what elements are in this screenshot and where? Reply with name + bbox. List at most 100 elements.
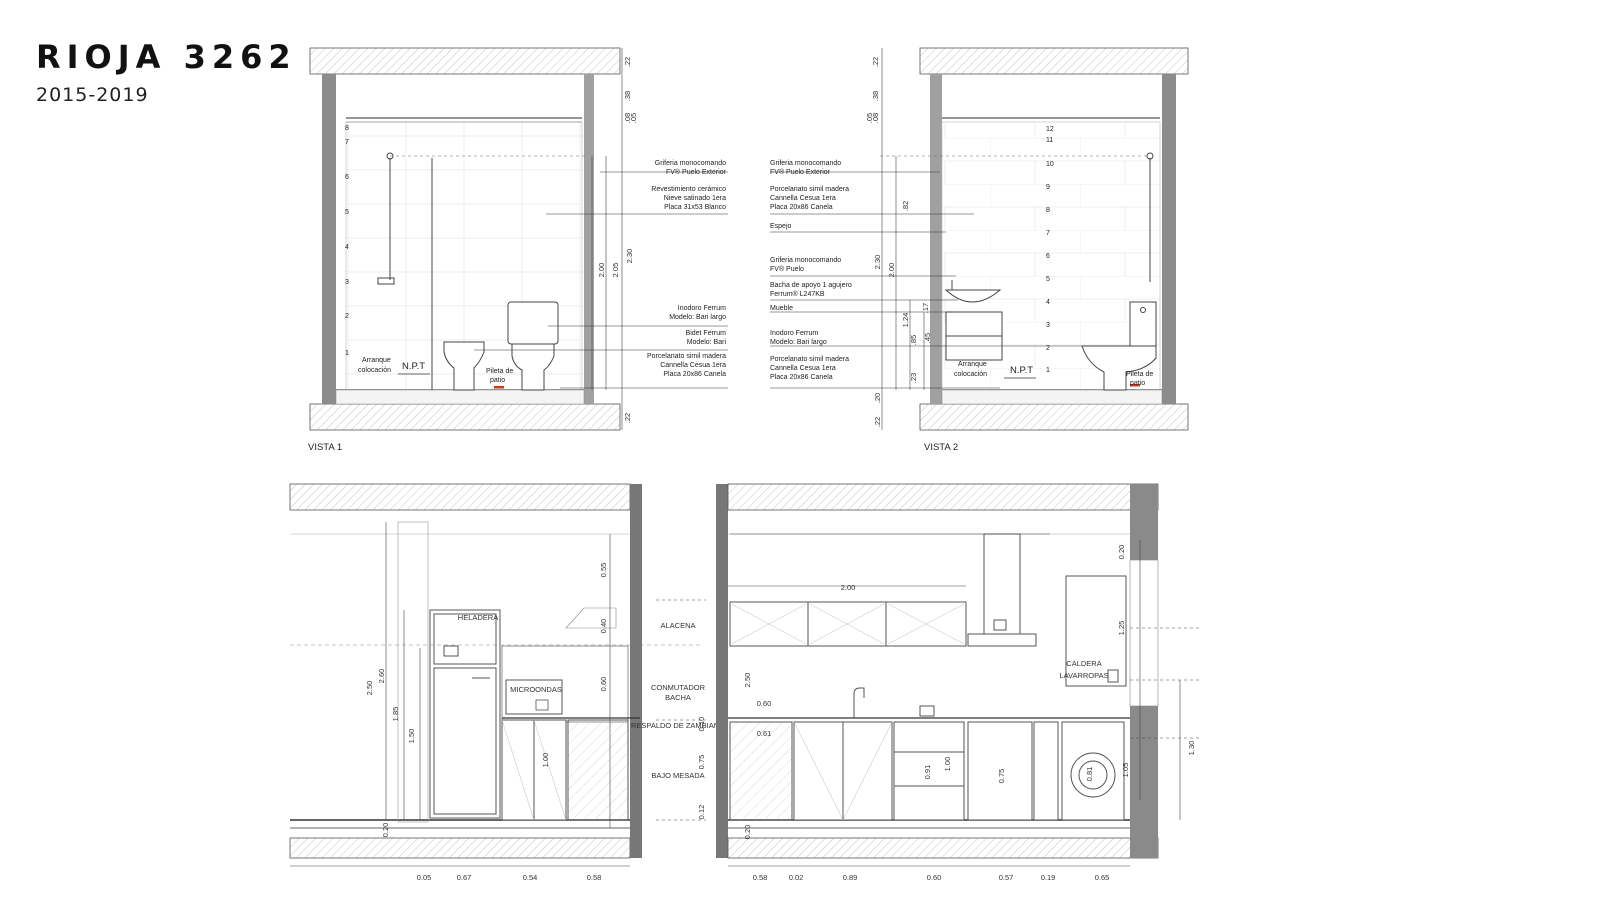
kitchen2-upper-cabinets [729,601,967,647]
vista2-pileta: Pileta de patio [1126,371,1153,387]
kitchen2-bdim-5: 0.19 [1041,873,1056,882]
vista1-dim-2: .08 [623,113,632,123]
vista2-note-6-line-0: Inodoro Ferrum [770,330,818,337]
vista1-tile-row-1: 1 [345,350,349,357]
kitchen2-vdim-1: 1.25 [1117,621,1126,636]
vista2-note-1-line-0: Porcelanato simil madera [770,186,849,193]
kitchen1-vdim-11: 0.20 [381,823,390,838]
vista1-note-4-line-0: Porcelanato simil madera [647,353,726,360]
header: RIOJA 3262 2015-2019 [36,38,297,106]
vista2-note-3-line-1: FV® Puelo [770,265,804,273]
vista2-note-4-line-0: Bacha de apoyo 1 agujero [770,282,852,289]
kitchen1-bdim-0: 0.05 [417,873,432,882]
vista2-dim-1: .38 [871,91,880,101]
vista1-note-1-line-2: Placa 31x53 Blanco [664,204,726,211]
vista1-tile-row-6: 6 [345,174,349,181]
svg-text:Pileta de: Pileta de [1126,371,1153,378]
vista1-tile-row-7: 7 [345,139,349,146]
shower-head-2 [1146,152,1154,282]
range-hood [967,533,1037,647]
vista2-tile-row-3: 3 [1046,322,1050,329]
vista1-note-0-line-0: Griferia monocomando [655,160,726,167]
vista2-dim-4: 2.30 [873,255,882,270]
kitchen1-vdim-10: 0.12 [697,805,706,820]
vista2-dim-0: .22 [871,57,880,67]
vista1-label: VISTA 1 [308,442,342,453]
kitchen2-vdim-6: 1.00 [943,757,952,772]
vista1-note-1-line-0: Revestimiento cerámico [651,186,726,193]
vista2-dim-13: .22 [873,417,882,427]
kitchen2-base-cabinets [729,721,1059,821]
bidet [443,341,485,391]
kitchen2-vdim-0: 0.20 [1117,545,1126,560]
kitchen2-bdim-2: 0.89 [843,873,858,882]
vista1-arranque: Arranque colocación [358,357,391,374]
sink-faucet [853,687,935,718]
vista1-npt: N.P.T [402,361,425,372]
vista2-dim-5: 2.00 [887,263,896,278]
vista2-tile-row-4: 4 [1046,299,1050,306]
kitchen1-dims: 2.502.601.851.500.550.400.601.000.100.75… [365,563,706,882]
kitchen2-bdim-6: 0.65 [1095,873,1110,882]
vista1-dim-3: .05 [629,113,638,123]
vista1-pileta: Pileta de patio [486,368,513,384]
vista1-dim-4: 2.00 [597,263,606,278]
boiler [1065,575,1127,687]
vista2-tile-row-6: 6 [1046,253,1050,260]
vista1-note-2-line-1: Modelo: Bari largo [669,314,726,321]
vista2-tile-row-10: 10 [1046,161,1054,168]
vista1-floor-slab [309,403,621,431]
kitchen1-bdim-3: 0.58 [587,873,602,882]
vista2-note-2-line-0: Espejo [770,223,792,230]
kitchen1-vdim-6: 0.60 [599,677,608,692]
kitchen1-bdim-1: 0.67 [457,873,472,882]
vista2-note-4-line-1: Ferrum® L247KB [770,290,825,298]
vista2-dim-8: .85 [909,335,918,345]
toilet-2 [1081,301,1157,391]
vista2-dim-11: .23 [909,373,918,383]
vista2-tile-row-2: 2 [1046,345,1050,352]
vista2-note-0-line-0: Griferia monocomando [770,160,841,167]
vista2-dims: .22.38.08.052.302.00.821.24.85.45.17.23.… [865,57,932,427]
svg-text:colocación: colocación [954,371,987,378]
pileta-marker-1 [494,386,504,389]
vista2-dim-9: .45 [923,333,932,343]
kitchen1-right-wall [630,484,642,858]
vista1-note-0-line-1: FV® Puelo Exterior [666,168,727,176]
vista1-note-4-line-2: Placa 20x86 Canela [663,371,726,378]
vista1-tile-row-8: 8 [345,125,349,132]
kitchen2-bdim-3: 0.60 [927,873,942,882]
vista2-dim-12: .20 [873,393,882,403]
vista2-tile-row-11: 11 [1046,137,1053,144]
kitchen1-zone-label-3: RESPALDO DE ZAMBIANO [631,721,725,730]
washing-machine [1061,721,1125,821]
vista1-floor-fill [335,389,585,405]
vista2-arranque: Arranque colocación [954,361,987,378]
kitchen2-vdim-4: 0.81 [1085,767,1094,782]
kitchen1-vdim-9: 0.75 [697,755,706,770]
vista2-note-3-line-0: Griferia monocomando [770,257,841,264]
kitchen2-hdim-1: 0.60 [757,699,772,708]
vista2-note-7-line-0: Porcelanato simil madera [770,356,849,363]
kitchen2-bdim-1: 0.02 [789,873,804,882]
vista1-note-3-line-0: Bidet Ferrum [686,330,727,337]
kitchen1-appliance-label-0: HELADERA [458,613,498,622]
vista1-right-wall [584,74,594,404]
kitchen1-zone-label-0: ALACENA [660,621,695,630]
vista1-note-3-line-1: Modelo: Bari [687,339,727,346]
kitchen2-appliance-label-1: LAVARROPAS [1059,671,1108,680]
vista1-left-wall [322,74,336,404]
vista2-label: VISTA 2 [924,442,958,453]
vista2-note-0-line-1: FV® Puelo Exterior [770,168,831,176]
kitchen1-vdim-5: 0.40 [599,619,608,634]
kitchen1-vdim-8: 0.10 [697,717,706,732]
vista2-tile-row-1: 1 [1046,367,1050,374]
kitchen2-vdim-8: 2.50 [743,673,752,688]
vista1-dim-6: 2.30 [625,249,634,264]
vista2-tile-row-9: 9 [1046,184,1050,191]
